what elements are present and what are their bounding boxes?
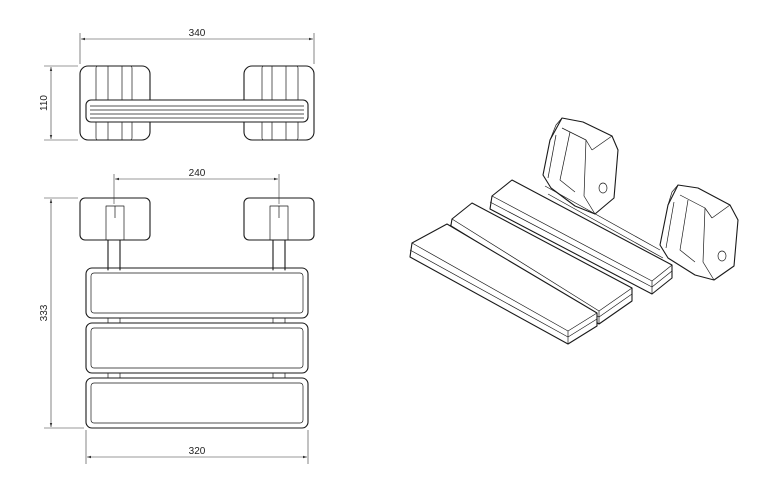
top-view bbox=[79, 65, 315, 141]
front-left-bracket bbox=[79, 197, 151, 241]
dim-label-top-height: 110 bbox=[39, 95, 50, 111]
iso-back-bracket bbox=[542, 117, 619, 215]
top-seat-bar bbox=[85, 99, 309, 123]
front-slat-2 bbox=[85, 322, 309, 374]
front-slat-1 bbox=[85, 267, 309, 319]
dimension-front-height: 333 bbox=[39, 197, 84, 429]
dim-label-front-height: 333 bbox=[39, 304, 50, 321]
iso-slat-back bbox=[489, 179, 673, 295]
dim-label-top-width: 340 bbox=[189, 28, 206, 39]
front-slat-3 bbox=[85, 377, 309, 429]
front-right-bracket bbox=[243, 197, 315, 241]
iso-front-bracket bbox=[659, 184, 739, 281]
isometric-view bbox=[409, 117, 739, 345]
dimension-top-width: 340 bbox=[79, 28, 315, 64]
dimension-seat-width: 320 bbox=[85, 430, 309, 464]
dim-label-bracket-spacing: 240 bbox=[189, 168, 206, 179]
dim-label-seat-width: 320 bbox=[189, 446, 206, 457]
iso-slat-front bbox=[409, 223, 598, 345]
dimension-bracket-spacing: 240 bbox=[113, 168, 280, 204]
front-view bbox=[79, 197, 315, 429]
dimension-top-height: 110 bbox=[39, 65, 78, 141]
